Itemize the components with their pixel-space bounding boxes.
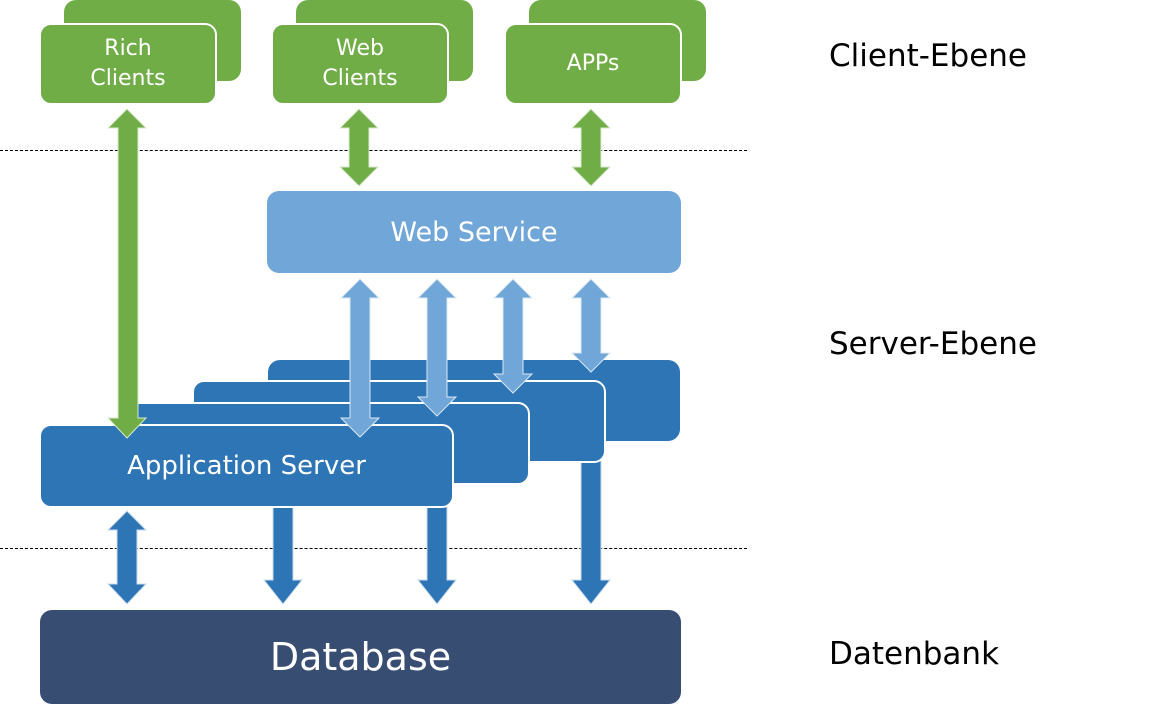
database-box: Database: [40, 610, 681, 704]
layer-divider-client-server: [0, 150, 747, 151]
arrow-web-service-server3: [492, 278, 534, 394]
app-server-instance-1: Application Server: [39, 424, 454, 508]
arrow-rich-clients-app-server: [106, 108, 148, 439]
arrow-server4-to-database: [570, 437, 612, 605]
arrow-web-service-server4: [570, 278, 612, 373]
arrow-web-service-server1: [339, 278, 381, 438]
web-service-box: Web Service: [267, 191, 681, 273]
web-service-label: Web Service: [390, 216, 558, 248]
arrow-apps-web-service: [570, 108, 612, 187]
app-server-label: Application Server: [127, 451, 366, 481]
arrow-web-service-server2: [416, 278, 458, 417]
layer-divider-server-database: [0, 548, 747, 549]
layer-label-database: Datenbank: [829, 636, 1000, 672]
arrow-server1-database: [106, 510, 148, 605]
layer-label-server: Server-Ebene: [829, 326, 1037, 362]
rich-clients-box: Rich Clients: [39, 23, 217, 105]
web-clients-label: Web Clients: [322, 36, 398, 91]
arrow-web-clients-web-service: [338, 108, 380, 187]
layer-label-client: Client-Ebene: [829, 38, 1027, 74]
web-clients-box: Web Clients: [271, 23, 449, 105]
database-label: Database: [269, 635, 452, 679]
apps-label: APPs: [566, 51, 620, 76]
apps-box: APPs: [504, 23, 682, 105]
rich-clients-label: Rich Clients: [90, 36, 166, 91]
